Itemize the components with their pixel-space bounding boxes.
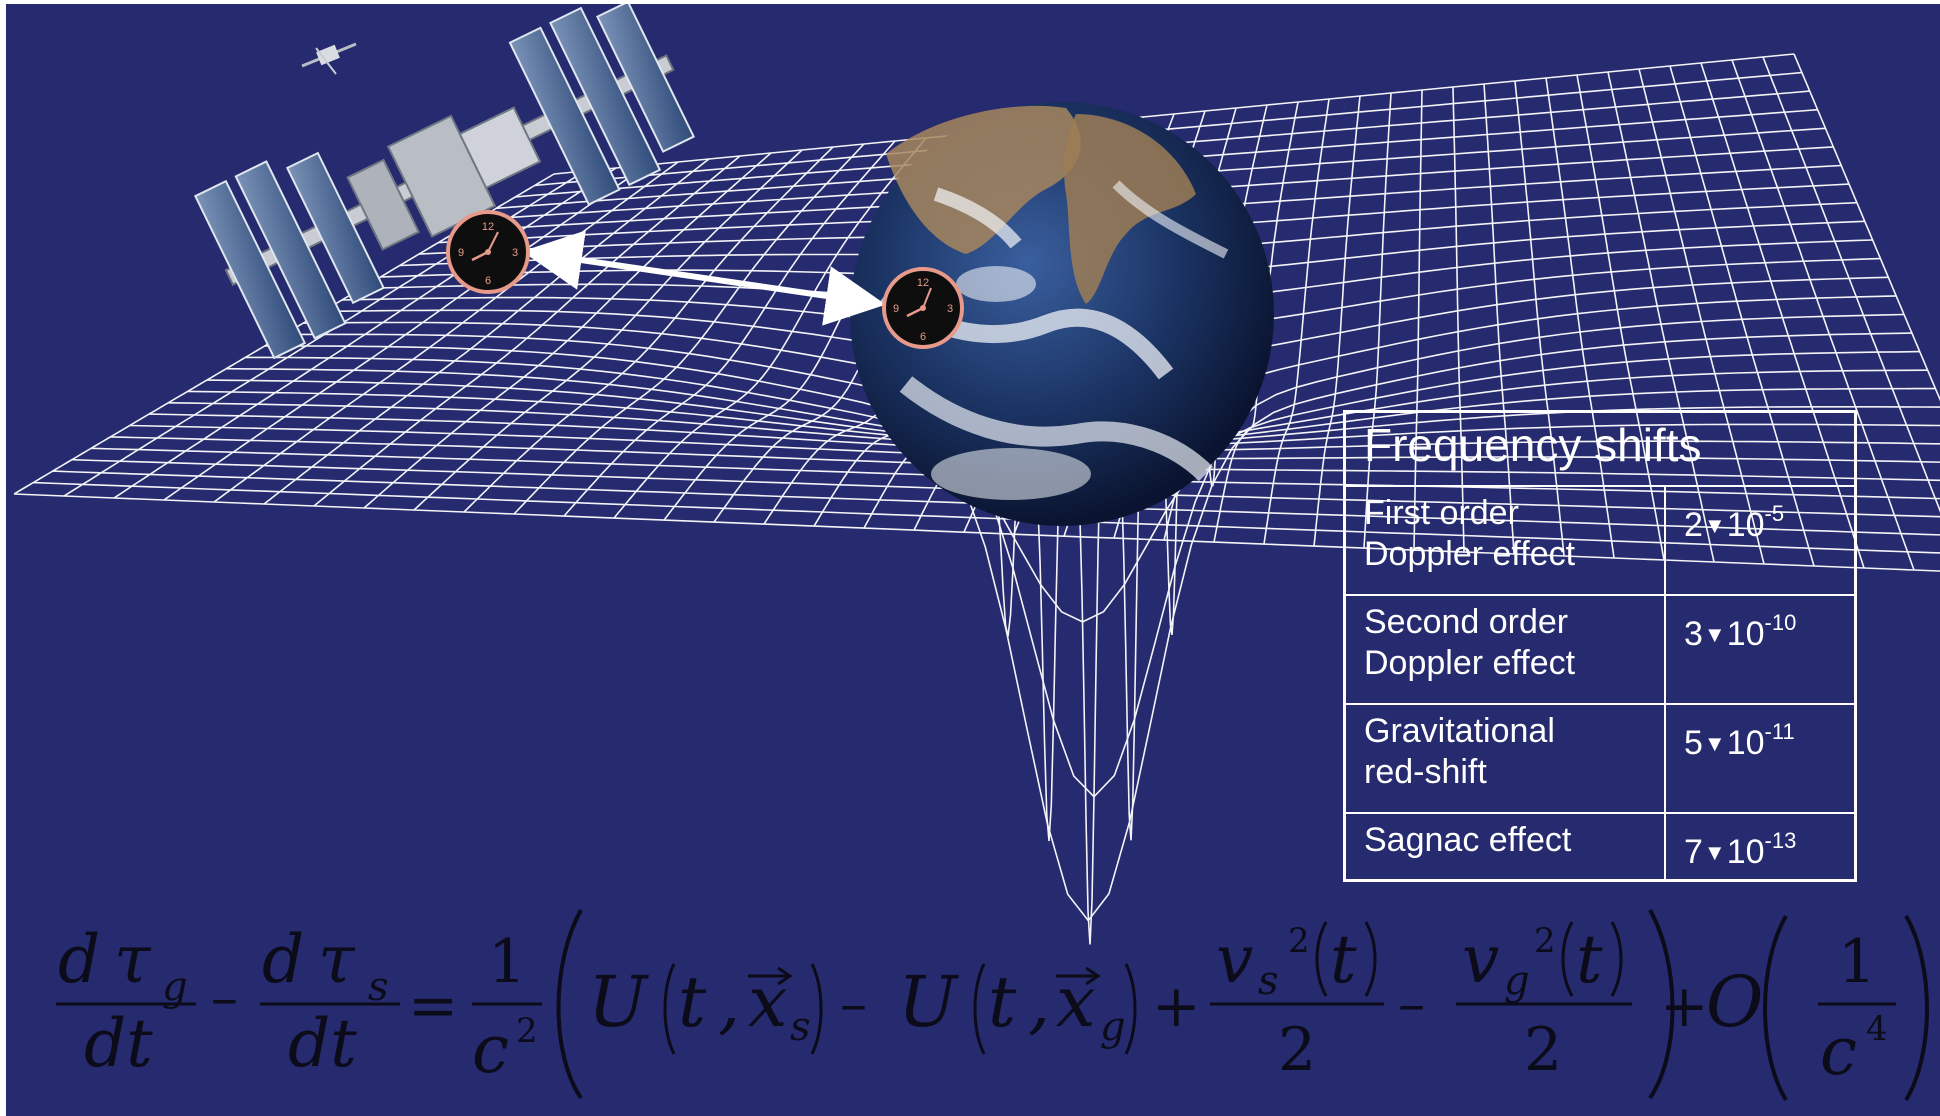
grid-line	[264, 332, 1912, 922]
effect-label: Sagnac effect	[1343, 812, 1666, 882]
clock-numeral: 12	[917, 277, 929, 289]
clock-icon: 12 3 6 9	[446, 210, 530, 294]
shift-value: 3▼10-10	[1664, 594, 1857, 705]
shift-value: 2▼10-5	[1664, 485, 1857, 596]
spacetime-scene: 12 3 6 9 12 3 6 9	[13, 4, 1940, 945]
grid-line	[553, 53, 1795, 175]
grid-line	[534, 71, 1802, 187]
clock-numeral: 9	[893, 303, 899, 315]
shift-value: 5▼10-11	[1664, 703, 1857, 814]
clock-numeral: 9	[458, 247, 464, 259]
clock-numeral: 6	[485, 275, 491, 287]
grid-line	[245, 350, 1920, 623]
satellite-icon	[301, 42, 357, 75]
double-arrow-icon	[522, 230, 886, 326]
clock-icon: 12 3 6 9	[882, 267, 964, 349]
earth-globe-icon	[850, 102, 1274, 526]
diagram-panel: 12 3 6 9 12 3 6 9 Frequency shifts First…	[6, 4, 1940, 1116]
shift-value: 7▼10-13	[1664, 812, 1857, 882]
clock-numeral: 12	[482, 221, 494, 233]
table-row: Sagnac effect 7▼10-13	[1343, 812, 1857, 882]
clock-numeral: 3	[512, 247, 518, 259]
clock-numeral: 3	[947, 303, 953, 315]
space-station-icon	[193, 4, 696, 360]
clock-numeral: 6	[920, 331, 926, 343]
grid-line	[283, 313, 1905, 798]
table-title: Frequency shifts	[1343, 410, 1857, 487]
table-header-row: Frequency shifts	[1343, 410, 1857, 487]
